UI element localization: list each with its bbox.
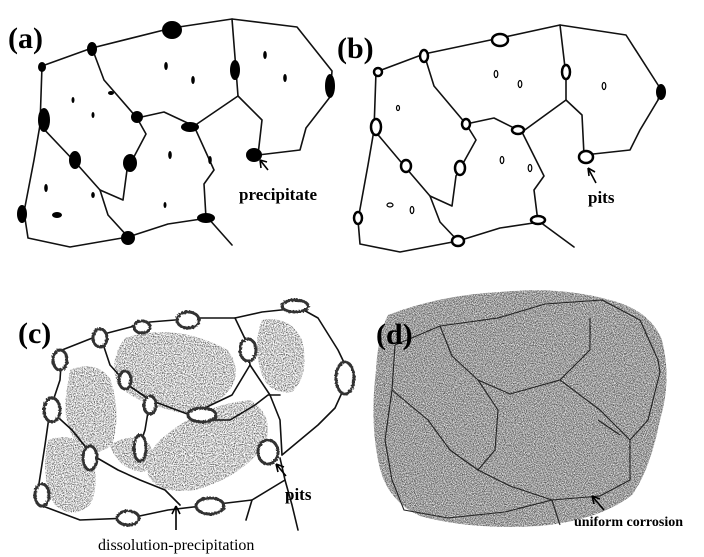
pits-annotation-c: pits <box>285 485 312 504</box>
panel-d-label: (d) <box>376 318 413 351</box>
panel-b: (b) <box>337 25 666 252</box>
panel-a-grain-boundaries <box>24 19 332 247</box>
panel-b-small-pits <box>387 71 606 214</box>
residual-precipitate <box>656 84 666 100</box>
panel-b-pits <box>354 34 593 246</box>
pits-annotation-b: pits <box>588 188 615 207</box>
panel-d: (d) uniform corrosion <box>373 290 683 530</box>
precipitate-annotation: precipitate <box>239 185 318 204</box>
panel-b-grain-boundaries <box>358 25 660 252</box>
panel-a-label: (a) <box>8 22 43 55</box>
dissolution-annotation: dissolution-precipitation <box>98 537 254 554</box>
panel-c-label: (c) <box>18 317 51 350</box>
panel-a: (a) <box>8 19 335 247</box>
pits-arrow-b <box>588 168 596 183</box>
panel-c: (c) <box>18 300 354 554</box>
panel-a-precipitates <box>17 21 335 245</box>
panel-d-corroded-surface <box>373 290 666 527</box>
panel-b-label: (b) <box>337 32 374 65</box>
panel-c-corroded-grains <box>45 319 304 512</box>
pits-arrow-c <box>276 464 286 476</box>
precipitate-arrow <box>260 160 268 170</box>
uniform-corrosion-annotation: uniform corrosion <box>574 515 683 530</box>
